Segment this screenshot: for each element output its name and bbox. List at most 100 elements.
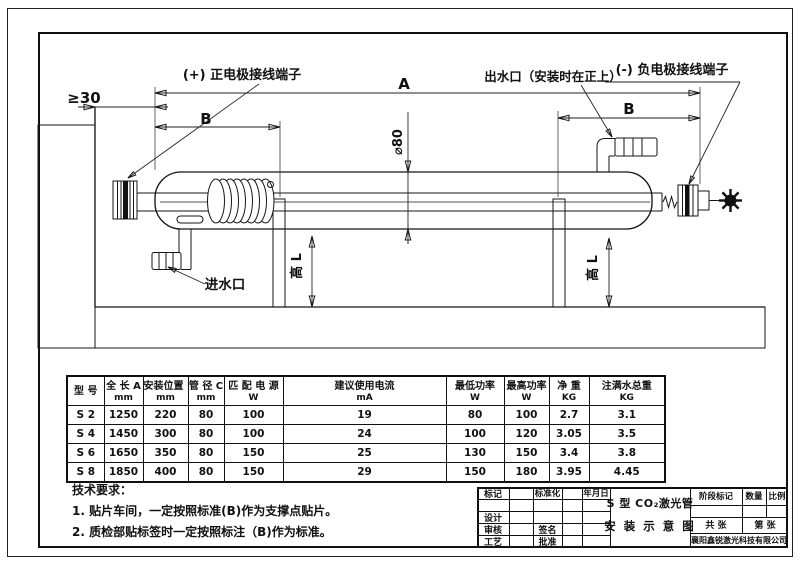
positive-terminal-label: (+) 正电极接线端子	[183, 67, 301, 83]
spec-cell: 80	[187, 424, 225, 444]
spec-cell: 100	[445, 424, 505, 444]
water-outlet-fitting	[596, 137, 658, 172]
process-label: 工艺	[483, 538, 502, 548]
total-sheets-label: 共 张	[705, 521, 727, 532]
support-post-left	[272, 198, 286, 308]
ground-hatch	[94, 306, 766, 349]
spec-cell: 1250	[103, 405, 144, 425]
spec-cell: 80	[187, 405, 225, 425]
spec-cell: 300	[142, 424, 189, 444]
spec-cell: 25	[282, 443, 447, 463]
laser-beam-star	[719, 189, 742, 212]
review-label: 审核	[483, 525, 502, 536]
standardization-label: 标准化	[534, 489, 561, 499]
signature-label: 签名	[538, 525, 557, 536]
spec-cell: 24	[282, 424, 447, 444]
spec-cell: 150	[223, 462, 284, 483]
scale-label: 比例	[768, 492, 786, 502]
dim-diameter-label: ⌀80	[391, 129, 406, 155]
support-posts	[272, 198, 566, 308]
design-label: 设计	[483, 513, 502, 524]
company-name: 襄阳鑫锐激光科技有限公司	[691, 535, 787, 545]
spec-cell: 350	[142, 443, 189, 463]
technical-requirements: 技术要求： 1. 贴片车间，一定按照标准(B)作为支撑点贴片。 2. 质检部贴标…	[72, 483, 337, 539]
model-cell: S 8	[66, 462, 105, 483]
drawing-title-line2: 安 装 示 意 图	[604, 519, 696, 533]
title-block-border	[477, 487, 479, 548]
spring-icon	[662, 194, 678, 210]
dim-clearance-label: ≥30	[67, 89, 100, 107]
model-cell: S 2	[66, 405, 105, 425]
date-label: 年月日	[583, 489, 609, 499]
spec-cell: 150	[445, 462, 505, 483]
title-block: 标记 标准化 年月日 设计 审核 签名 工艺 批准 S 型 CO₂激光管 安 装…	[477, 487, 788, 548]
leader-lines	[128, 81, 741, 285]
drawing-title-line1: S 型 CO₂激光管	[606, 497, 694, 510]
dim-b-right-label: B	[623, 100, 634, 118]
spec-cell: 3.8	[588, 443, 666, 463]
negative-electrode-assembly	[662, 184, 721, 217]
negative-terminal-label: (-) 负电极接线端子	[616, 62, 729, 78]
laser-tube-schematic: (+) 正电极接线端子 (-) 负电极接线端子 出水口（安装时在正上） 进水口 …	[37, 62, 766, 349]
stage-mark-label: 阶段标记	[698, 492, 733, 502]
spec-cell: 100	[503, 405, 550, 425]
tech-req-item-1: 1. 贴片车间，一定按照标准(B)作为支撑点贴片。	[72, 504, 338, 518]
sheet-inner-frame	[38, 32, 788, 548]
spec-cell: 19	[282, 405, 447, 425]
sheet-outer-border	[7, 8, 793, 557]
tech-req-item-2: 2. 质检部贴标签时一定按照标注（B)作为标准。	[72, 525, 332, 539]
spec-cell: 1650	[103, 443, 144, 463]
dim-b-left-label: B	[200, 110, 211, 128]
mark-label: 标记	[483, 489, 502, 500]
electrode-coil	[207, 178, 275, 224]
quantity-label: 数量	[745, 492, 763, 502]
column-header: 型 号	[66, 375, 105, 406]
tech-req-title: 技术要求：	[72, 483, 133, 497]
spec-cell: 130	[445, 443, 505, 463]
dim-height-right-label: 高 L	[585, 255, 601, 281]
spec-cell: 1850	[103, 462, 144, 483]
model-cell: S 6	[66, 443, 105, 463]
spec-cell: 150	[223, 443, 284, 463]
spec-cell: 220	[142, 405, 189, 425]
dim-height-left-label: 高 L	[289, 253, 305, 279]
spec-cell: 180	[503, 462, 550, 483]
spec-cell: 3.95	[548, 462, 590, 483]
spec-cell: 2.7	[548, 405, 590, 425]
spec-cell: 80	[445, 405, 505, 425]
spec-cell: 3.1	[588, 405, 666, 425]
column-header: 安装位置 Bmm	[142, 375, 189, 406]
spec-cell: 29	[282, 462, 447, 483]
laser-tube-body	[154, 171, 653, 230]
spec-cell: 1450	[103, 424, 144, 444]
wall-hatch	[37, 107, 96, 349]
spec-cell: 100	[223, 424, 284, 444]
spec-cell: 80	[187, 462, 225, 483]
water-outlet-label: 出水口（安装时在正上）	[484, 69, 622, 84]
water-inlet-label: 进水口	[205, 276, 246, 293]
spec-cell: 100	[223, 405, 284, 425]
spec-cell: 150	[503, 443, 550, 463]
title-block-border	[477, 487, 788, 489]
spec-cell: 120	[503, 424, 550, 444]
approval-label: 批准	[538, 538, 557, 548]
spec-cell: 80	[187, 443, 225, 463]
sheet-number-label: 第 张	[754, 521, 776, 532]
spec-cell: 4.45	[588, 462, 666, 483]
support-post-right	[552, 198, 566, 308]
positive-electrode-assembly	[112, 180, 138, 220]
spec-cell: 3.05	[548, 424, 590, 444]
